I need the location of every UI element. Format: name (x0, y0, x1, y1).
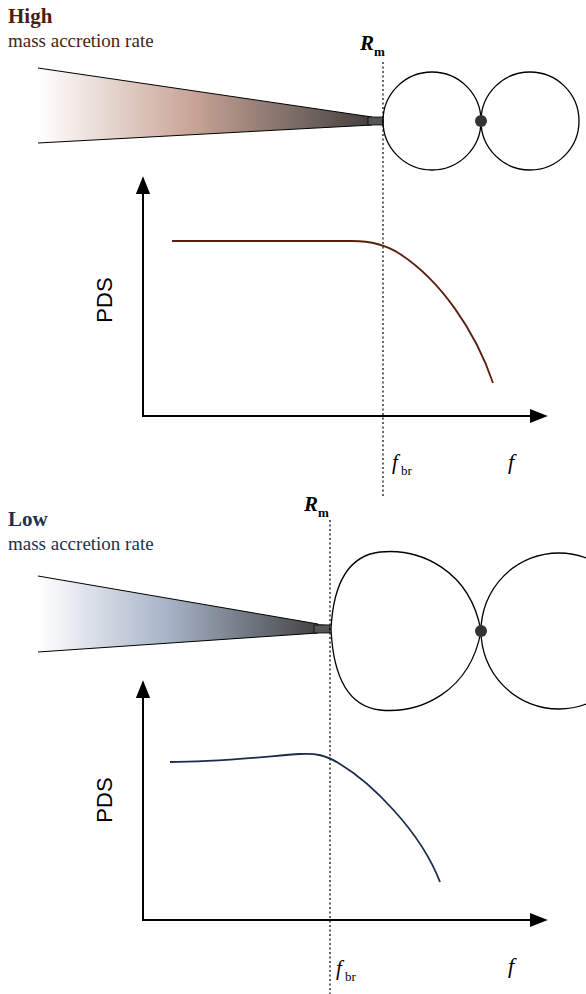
x-axis (142, 919, 546, 921)
disk-inner-edge (368, 117, 383, 125)
pds-curve (170, 754, 440, 882)
break-frequency-subscript: br (401, 464, 412, 477)
disk-inner-edge (314, 625, 330, 633)
high-panel (38, 62, 579, 498)
panel-subtitle: mass accretion rate (8, 31, 154, 50)
axis-label: PDS (94, 277, 116, 322)
disk-edge (38, 68, 372, 143)
break-frequency-symbol: f (336, 958, 342, 979)
x-axis (142, 415, 546, 417)
break-frequency-symbol: f (392, 452, 398, 473)
magnetosphere-line (331, 552, 481, 711)
accretion-disk (38, 68, 383, 143)
axis-label: f (508, 451, 514, 473)
radius-subscript: m (318, 506, 329, 519)
accretion-disk (38, 576, 330, 652)
neutron-star (475, 115, 487, 127)
magnetosphere-line (481, 553, 586, 709)
y-axis (142, 178, 144, 417)
radius-symbol: R (304, 494, 318, 515)
magnetosphere-line (383, 72, 481, 170)
low-panel (38, 520, 586, 994)
radius-marker (329, 520, 330, 994)
break-frequency-subscript: br (345, 970, 356, 983)
panel-title: High (8, 6, 52, 27)
radius-subscript: m (374, 45, 385, 58)
radius-marker (382, 62, 383, 498)
magnetosphere-line (481, 72, 579, 170)
disk-edge (38, 576, 318, 652)
y-axis (142, 682, 144, 921)
panel-title: Low (8, 509, 48, 530)
pds-curve (172, 241, 493, 383)
neutron-star (475, 625, 487, 637)
axis-label: PDS (94, 777, 116, 822)
panel-subtitle: mass accretion rate (8, 534, 154, 553)
axis-label: f (508, 955, 514, 977)
radius-symbol: R (360, 33, 374, 54)
